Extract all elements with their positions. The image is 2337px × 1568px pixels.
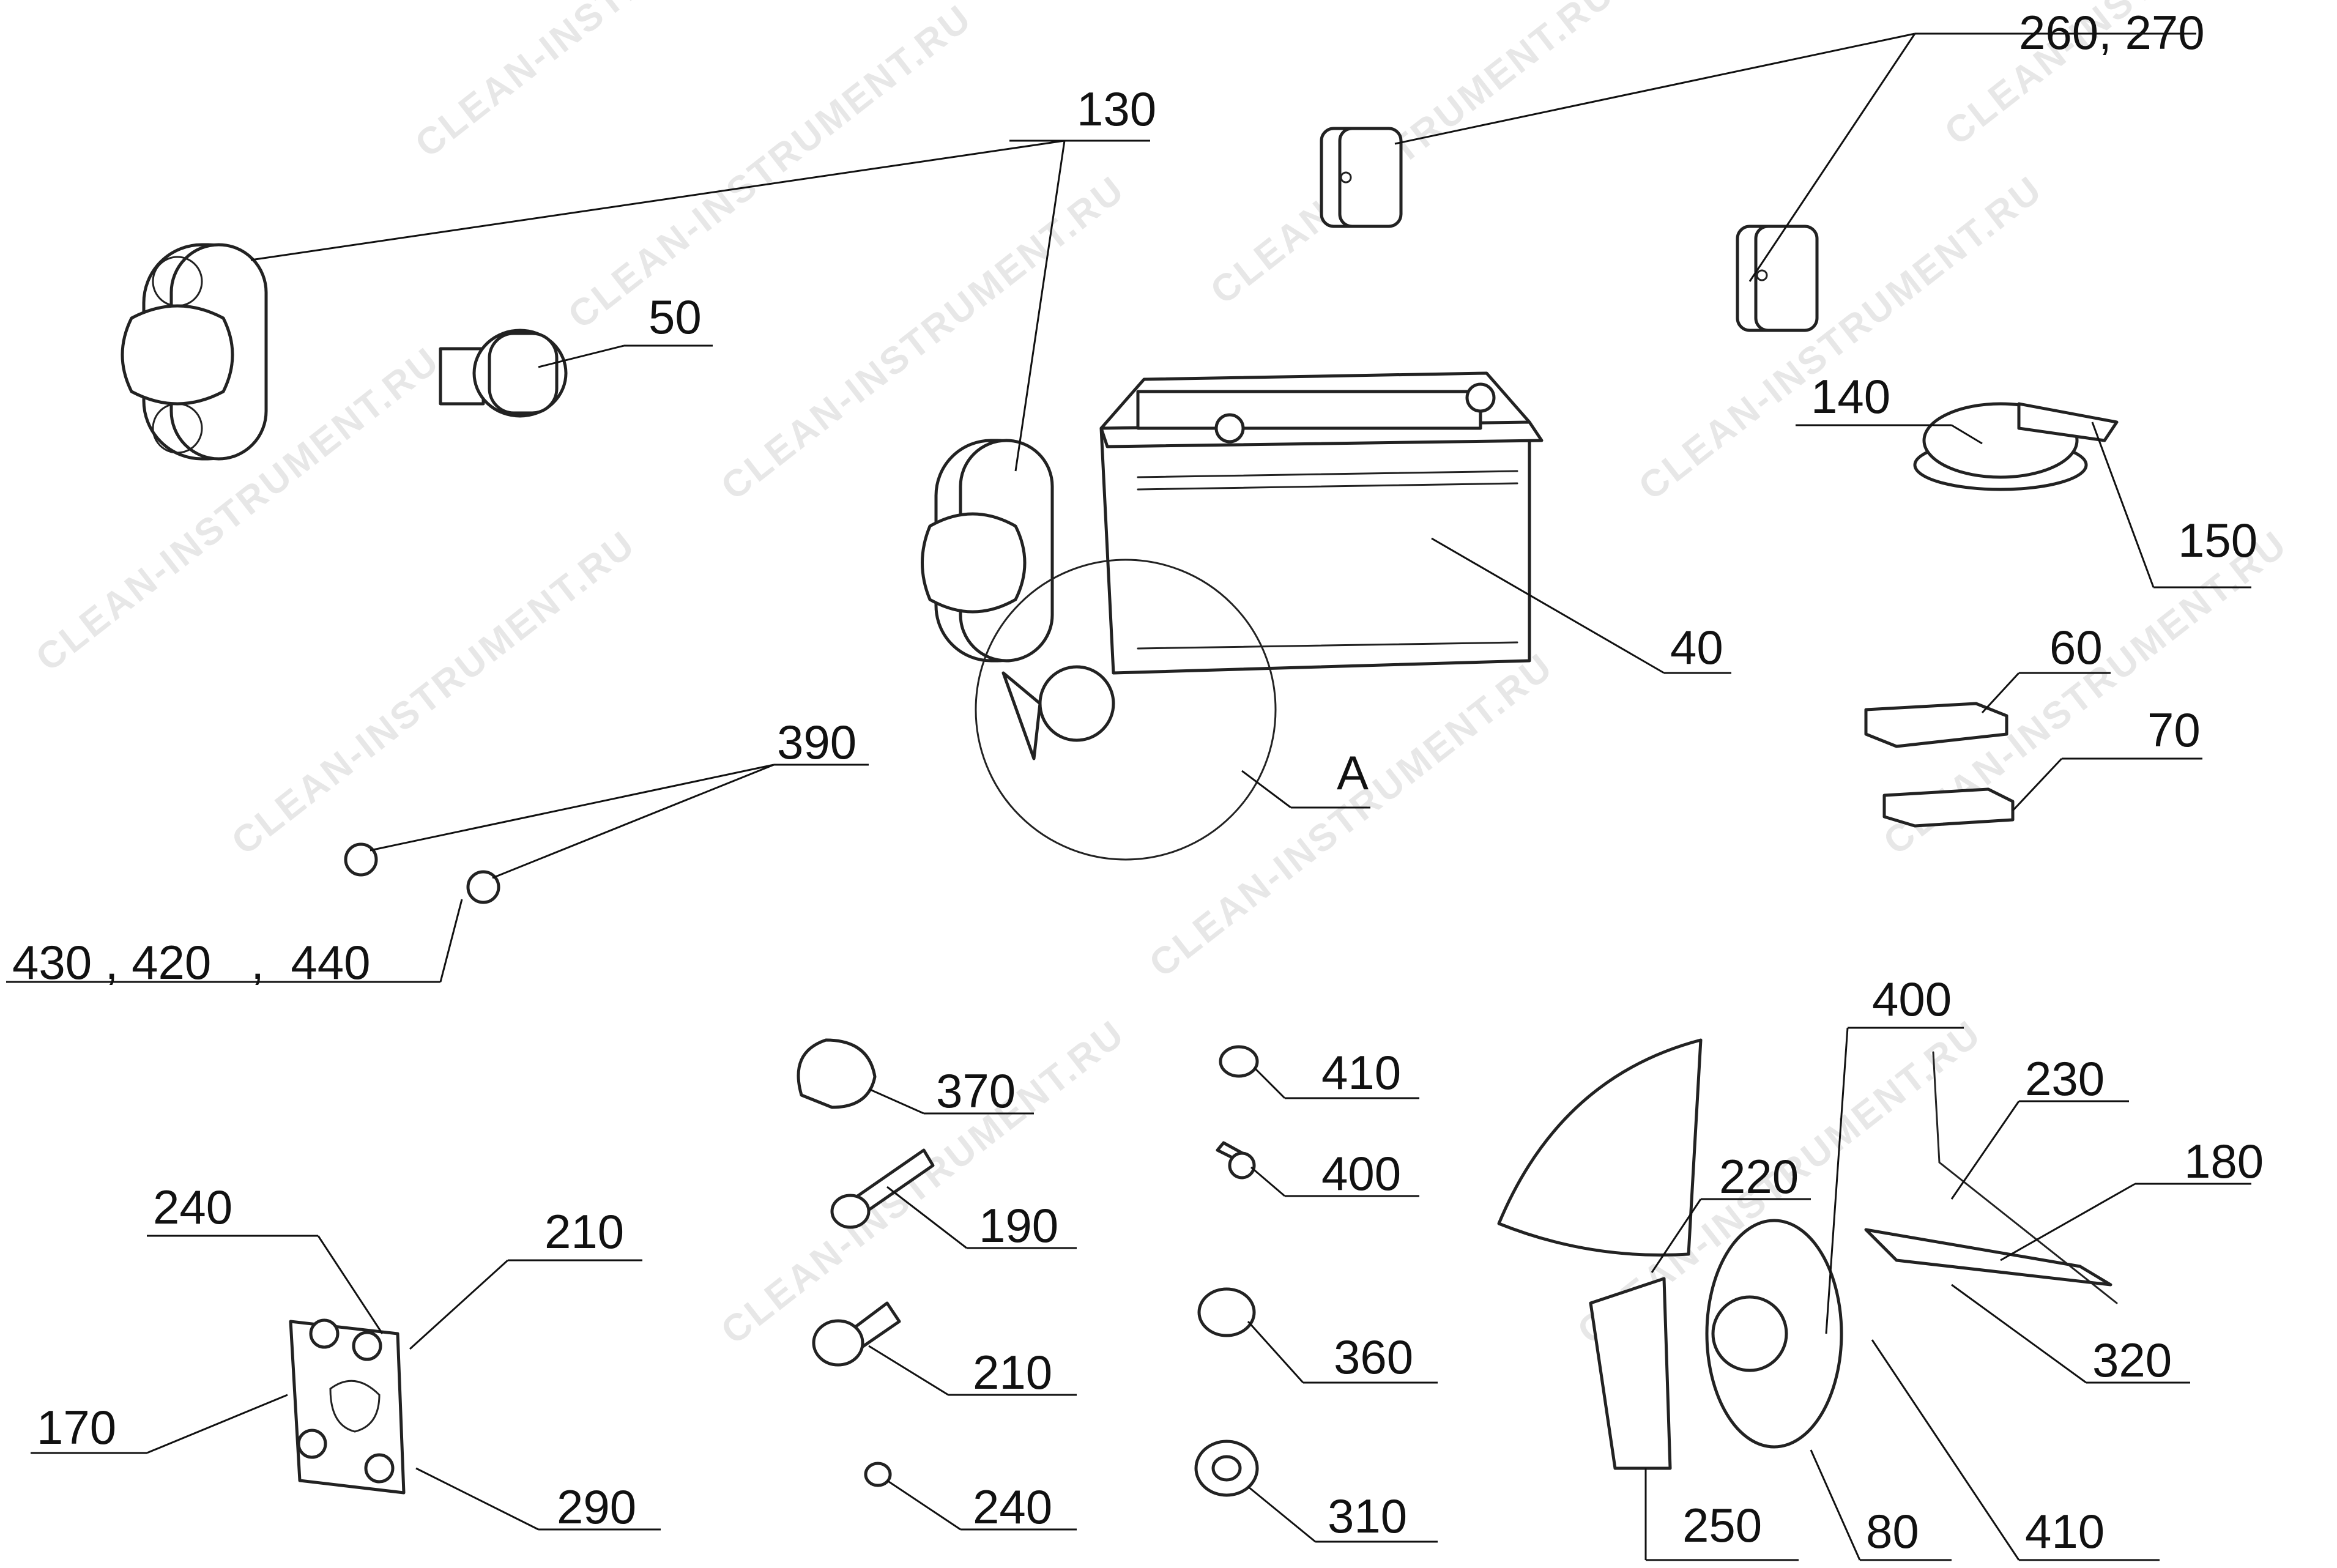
label-40: 40 (1670, 620, 1723, 674)
label-400-assembly: 400 (1872, 972, 1952, 1026)
label-400-bolt: 400 (1321, 1146, 1401, 1200)
nut-410 (1219, 1045, 1259, 1078)
clip-390-a (344, 842, 378, 877)
watermark-layer: CLEAN-INSTRUMENT.RU CLEAN-INSTRUMENT.RU … (28, 0, 2337, 1353)
label-370: 370 (936, 1064, 1016, 1118)
watermark-4: CLEAN-INSTRUMENT.RU (1203, 0, 1622, 313)
label-240-washer: 240 (973, 1480, 1052, 1534)
detail-circle-A (975, 559, 1277, 861)
leader-lines (6, 32, 2251, 1561)
washer-310 (1194, 1440, 1259, 1497)
watermark-7: CLEAN-INSTRUMENT.RU (224, 522, 644, 863)
label-A: A (1337, 746, 1369, 800)
label-150: 150 (2178, 513, 2257, 567)
label-70: 70 (2147, 703, 2201, 757)
label-260-270: 260, 270 (2019, 6, 2205, 59)
label-230: 230 (2025, 1052, 2105, 1105)
label-290: 290 (557, 1480, 636, 1534)
label-50: 50 (648, 290, 702, 344)
label-220: 220 (1719, 1150, 1799, 1203)
label-240-plate: 240 (153, 1180, 232, 1234)
screw-190 (830, 1148, 935, 1229)
light-130-center (921, 439, 1054, 663)
horn-50 (439, 329, 568, 418)
label-170: 170 (37, 1400, 116, 1454)
label-210-screw: 210 (973, 1345, 1052, 1399)
label-410-small: 410 (1321, 1046, 1401, 1099)
label-360: 360 (1334, 1330, 1413, 1384)
screw-210 (812, 1301, 901, 1367)
label-180: 180 (2184, 1134, 2264, 1188)
nut-360 (1197, 1287, 1256, 1337)
cap-370 (797, 1038, 877, 1109)
label-210-plate: 210 (544, 1205, 624, 1258)
label-140: 140 (1811, 370, 1890, 423)
watermark-1: CLEAN-INSTRUMENT.RU (407, 0, 827, 166)
label-410-assembly: 410 (2025, 1504, 2105, 1558)
washer-240 (864, 1462, 892, 1487)
watermark-2: CLEAN-INSTRUMENT.RU (560, 0, 980, 337)
label-310: 310 (1328, 1489, 1407, 1543)
horn-140-150 (1913, 402, 2119, 491)
box-270 (1736, 225, 1819, 332)
plate-170 (289, 1318, 406, 1495)
box-260 (1320, 127, 1403, 228)
battery-40 (1099, 371, 1544, 675)
clip-390-b (466, 870, 500, 904)
switch-60 (1864, 702, 2008, 748)
bolt-400 (1216, 1141, 1256, 1180)
light-130-left (121, 243, 268, 461)
watermark-8: CLEAN-INSTRUMENT.RU (1142, 645, 1561, 986)
label-430-420-440: 430 , 420 , 440 (12, 935, 370, 989)
label-390: 390 (777, 715, 856, 769)
label-60: 60 (2049, 620, 2103, 674)
label-130: 130 (1077, 82, 1156, 136)
label-80: 80 (1866, 1504, 1919, 1558)
mount-assembly (1497, 1038, 2118, 1470)
label-320: 320 (2092, 1333, 2172, 1387)
label-190: 190 (979, 1198, 1058, 1252)
switch-70 (1882, 787, 2015, 828)
label-250: 250 (1682, 1498, 1762, 1552)
watermark-3: CLEAN-INSTRUMENT.RU (713, 168, 1133, 508)
watermark-9: CLEAN-INSTRUMENT.RU (713, 1012, 1133, 1353)
part-labels: 130 260, 270 50 140 150 40 60 70 390 A 4… (12, 6, 2264, 1558)
